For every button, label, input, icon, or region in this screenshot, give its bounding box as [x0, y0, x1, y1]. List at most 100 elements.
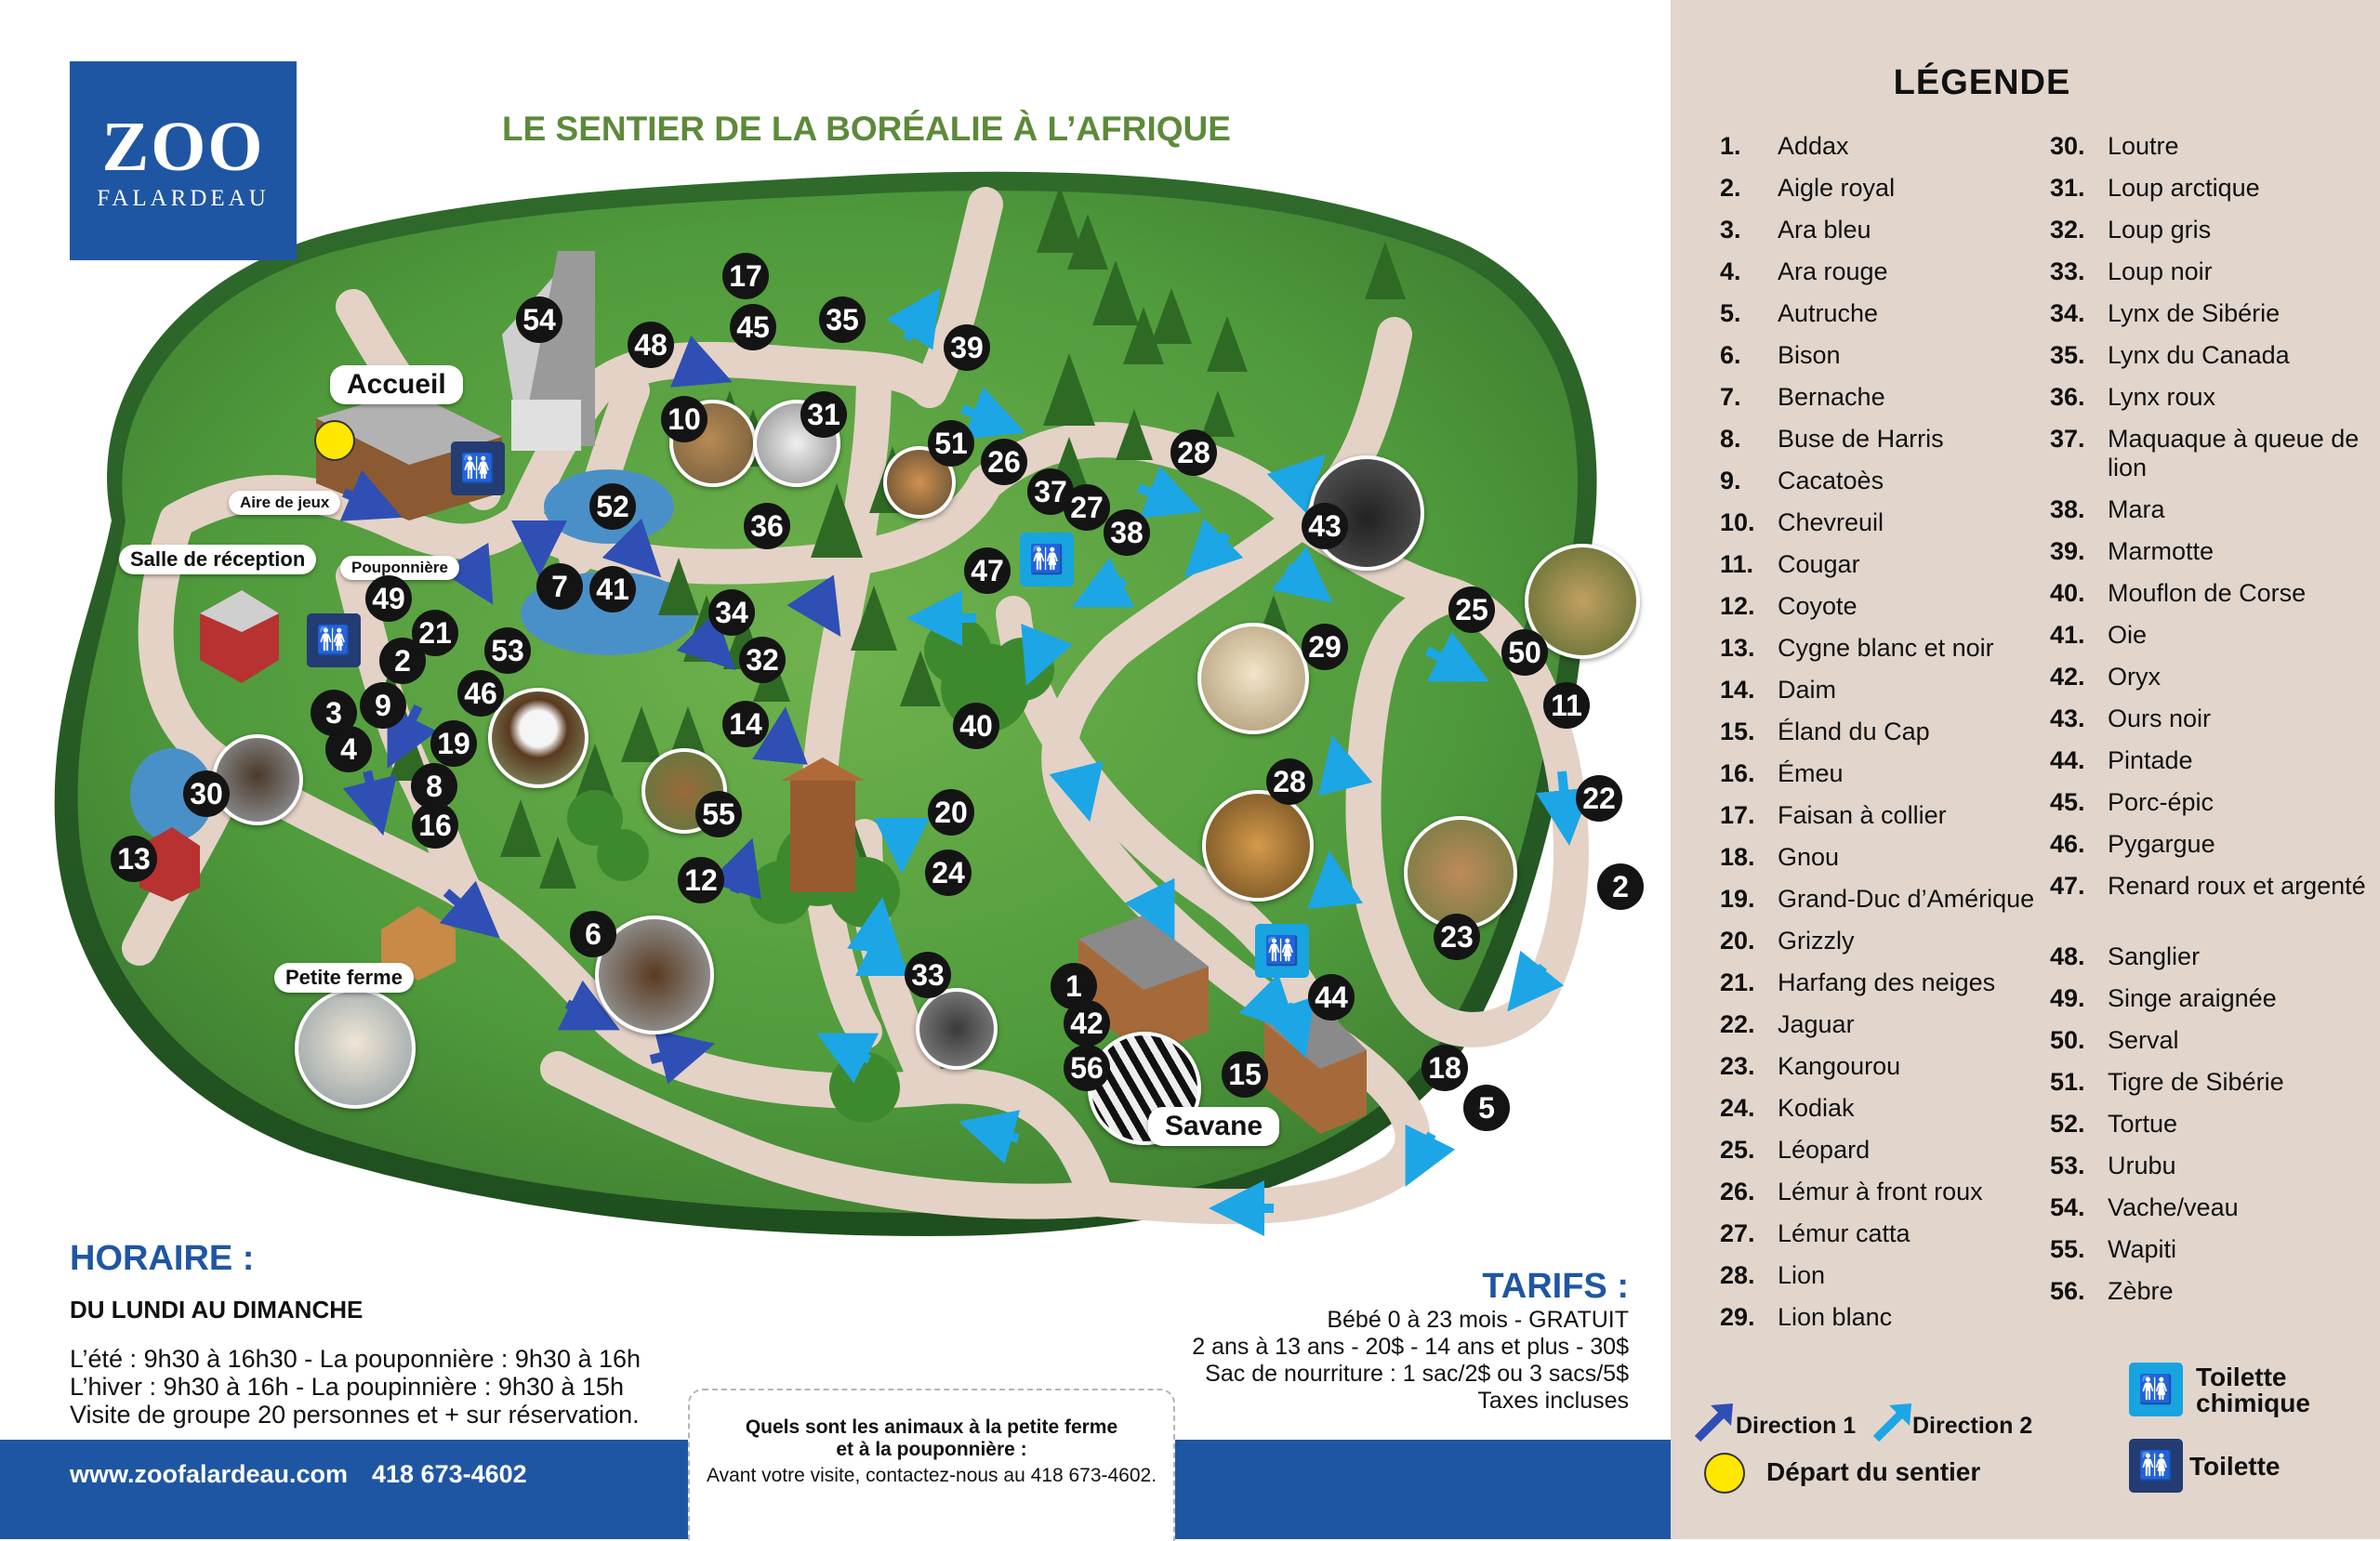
map-marker: 20 — [928, 789, 974, 836]
logo-line1: ZOO — [101, 108, 265, 186]
legend-item-name: Jaguar — [1778, 1010, 1855, 1038]
legend-item-number: 51. — [2050, 1068, 2085, 1096]
map-marker: 35 — [819, 296, 866, 343]
trail-start-dot — [314, 420, 355, 461]
map-marker: 17 — [722, 253, 769, 299]
info-line: et à la pouponnière : — [836, 1439, 1027, 1460]
legend-item-number: 34. — [2050, 299, 2085, 327]
direction1-label: Direction 1 — [1736, 1413, 1857, 1439]
legend-item: 19.Grand-Duc d’Amérique — [1720, 885, 2047, 927]
toilet-label: Toilette — [2189, 1452, 2281, 1481]
map-marker: 23 — [1434, 914, 1480, 960]
legend-item-number: 54. — [2050, 1193, 2085, 1221]
legend-item-name: Lion — [1778, 1261, 1826, 1289]
legend-item-number: 17. — [1720, 801, 1755, 829]
legend-item-name: Ara bleu — [1778, 216, 1871, 244]
legend-item: 9.Cacatoès — [1720, 467, 2047, 508]
legend-item: 5.Autruche — [1720, 299, 2047, 341]
legend-item-number: 23. — [1720, 1052, 1755, 1080]
legend-item: 31.Loup arctique — [2050, 174, 2377, 216]
map-marker: 40 — [953, 703, 999, 749]
toilet-icon: 🚻 — [2129, 1439, 2183, 1493]
map-marker: 7 — [536, 563, 583, 610]
legend-item-number: 52. — [2050, 1110, 2085, 1138]
legend-item-number: 16. — [1720, 759, 1755, 787]
legend-item-name: Wapiti — [2108, 1235, 2177, 1263]
legend-item-name: Sanglier — [2108, 942, 2201, 970]
place-label-savane: Savane — [1148, 1107, 1280, 1146]
map-marker: 2 — [1597, 863, 1644, 910]
legend-item-number: 46. — [2050, 830, 2085, 858]
legend-item-name: Autruche — [1778, 299, 1879, 327]
legend-item-number: 10. — [1720, 508, 1755, 536]
map-marker: 28 — [1266, 758, 1313, 805]
legend-item-number: 41. — [2050, 621, 2085, 649]
legend-item-number: 37. — [2050, 425, 2085, 453]
website-link[interactable]: www.zoofalardeau.com — [70, 1460, 349, 1488]
schedule-days: DU LUNDI AU DIMANCHE — [70, 1296, 364, 1324]
legend-item-name: Lémur catta — [1778, 1219, 1911, 1247]
map-marker: 26 — [981, 439, 1027, 485]
direction2-arrow-icon — [1872, 1403, 1911, 1442]
legend-item-number: 47. — [2050, 872, 2085, 900]
legend-item: 7.Bernache — [1720, 383, 2047, 425]
legend-item-name: Marmotte — [2108, 537, 2215, 565]
legend-item: 27. Lémur catta — [1720, 1219, 2047, 1261]
map-marker: 16 — [412, 802, 458, 849]
legend-item-name: Aigle royal — [1778, 174, 1896, 202]
map-marker: 39 — [944, 324, 990, 371]
map-marker: 5 — [1463, 1085, 1510, 1131]
map-marker: 14 — [722, 701, 769, 747]
map-marker: 9 — [360, 682, 406, 729]
legend-item-name: Oryx — [2108, 663, 2161, 691]
legend-item: 13.Cygne blanc et noir — [1720, 634, 2047, 676]
legend-item-number: 31. — [2050, 174, 2085, 202]
legend-item-name: Serval — [2108, 1026, 2179, 1054]
map-marker: 4 — [325, 726, 372, 772]
legend-item-number: 9. — [1720, 467, 1741, 494]
legend-item-number: 35. — [2050, 341, 2085, 369]
direction1-arrow-icon — [1694, 1403, 1733, 1442]
legend-item: 48.Sanglier — [2050, 942, 2377, 984]
legend-item-name: Lion blanc — [1778, 1303, 1893, 1331]
legend-item-number: 4. — [1720, 257, 1741, 285]
schedule-line: L’hiver : 9h30 à 16h - La poupinnière : … — [70, 1373, 624, 1401]
legend-item-name: Ara rouge — [1778, 257, 1888, 285]
legend-item: 36.Lynx roux — [2050, 383, 2377, 425]
legend-item-name: Émeu — [1778, 759, 1844, 787]
legend-item-number: 11. — [1720, 550, 1754, 578]
map-marker: 22 — [1576, 775, 1622, 822]
small-barn — [139, 827, 200, 902]
map-marker: 49 — [365, 575, 412, 622]
legend-item-number: 8. — [1720, 425, 1741, 453]
phone-number[interactable]: 418 673-4602 — [372, 1460, 527, 1488]
legend-item-number: 38. — [2050, 495, 2085, 523]
info-line: Avant votre visite, contactez-nous au 41… — [706, 1465, 1157, 1486]
legend-item: 47.Renard roux et argenté — [2050, 872, 2377, 942]
toilet-icon-accueil: 🚻 — [451, 441, 505, 495]
map-marker: 52 — [589, 483, 636, 530]
legend-item-name: Cougar — [1778, 550, 1860, 578]
legend-item-name: Urubu — [2108, 1152, 2176, 1179]
direction2-arrows — [816, 288, 1592, 1236]
legend-item-number: 6. — [1720, 341, 1741, 369]
legend-item-number: 19. — [1720, 885, 1755, 913]
legend-item-name: Ours noir — [2108, 705, 2212, 732]
pricing-block: TARIFS : Bébé 0 à 23 mois - GRATUIT 2 an… — [1023, 1267, 1629, 1415]
photo-black-wolf — [916, 988, 998, 1070]
legend-item-name: Vache/veau — [2108, 1193, 2239, 1221]
schedule-line: Visite de groupe 20 personnes et + sur r… — [70, 1401, 640, 1429]
legend-item-name: Coyote — [1778, 592, 1858, 620]
pricing-title: TARIFS : — [1482, 1267, 1629, 1306]
legend-item-number: 27. — [1720, 1219, 1755, 1247]
legend-title: LÉGENDE — [1893, 63, 2071, 102]
legend-item: 23.Kangourou — [1720, 1052, 2047, 1094]
map-marker: 34 — [708, 589, 755, 636]
legend-item-number: 50. — [2050, 1026, 2085, 1054]
legend-item: 45.Porc-épic — [2050, 788, 2377, 830]
map-marker: 8 — [411, 763, 457, 810]
legend-item-number: 45. — [2050, 788, 2085, 816]
legend-item: 8.Buse de Harris — [1720, 425, 2047, 467]
legend-item-number: 33. — [2050, 257, 2085, 285]
legend-item-name: Maquaque à queue de lion — [2108, 425, 2360, 481]
